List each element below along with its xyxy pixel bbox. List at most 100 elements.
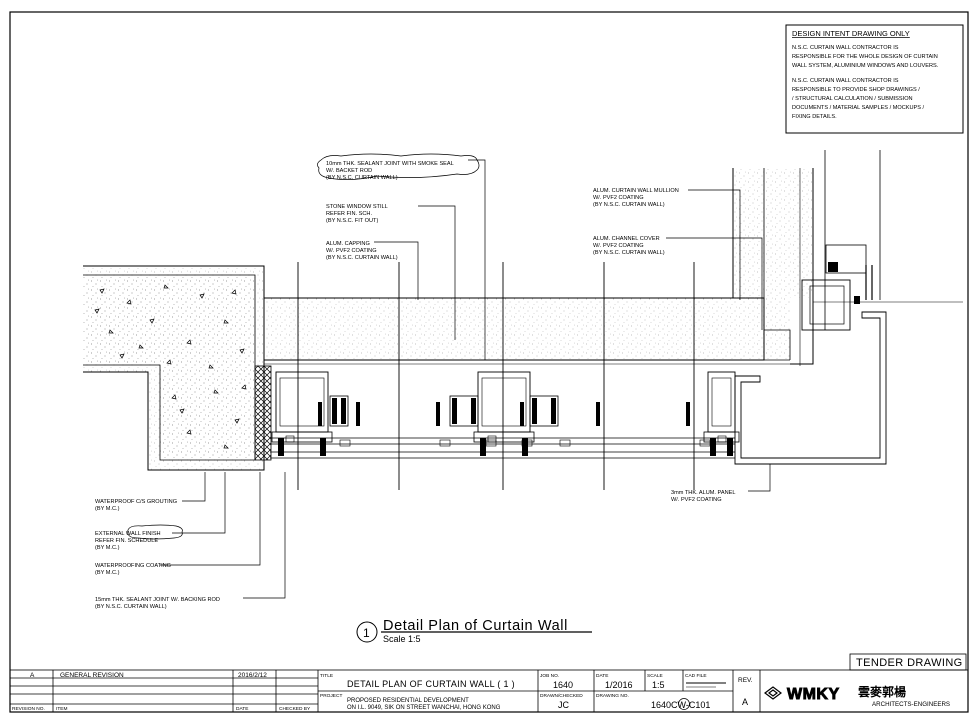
firm-logo-text: WMKY [787,686,840,703]
aggregate-mark [171,394,177,400]
drawing-no-circle [678,698,690,710]
note-line: (BY N.S.C. CURTAIN WALL) [95,604,167,610]
detail-title: 1 Detail Plan of Curtain Wall Scale 1:5 [356,618,592,644]
rev-value: A [742,697,748,707]
drawing-no: 1640CW-C101 [651,700,710,710]
note-line: (BY N.S.C. CURTAIN WALL) [326,175,398,181]
transom-fin [329,395,349,427]
aggregate-mark [126,299,132,305]
aggregate-mark [239,348,245,354]
transom-fin [449,395,479,427]
aggregate-mark [149,318,155,324]
right-wall [732,168,814,366]
gasket [485,439,497,447]
scale-value: 1:5 [652,680,665,690]
note-line: 15mm THK. SEALANT JOINT W/. BACKING ROD [95,597,220,603]
aggregate-mark [138,344,144,349]
note-line: (BY N.S.C. CURTAIN WALL) [593,202,665,208]
mullion-unit [703,371,740,456]
wall-finish-hatch [254,365,272,461]
note-sealant-top: 10mm THK. SEALANT JOINT WITH SMOKE SEAL … [317,153,480,181]
aggregate-mark [163,284,169,289]
note-mullion: ALUM. CURTAIN WALL MULLION W/. PVF2 COAT… [593,188,679,208]
design-intent-line: RESPONSIBLE FOR THE WHOLE DESIGN OF CURT… [792,54,938,60]
note-capping: ALUM. CAPPING W/. PVF2 COATING (BY N.S.C… [326,241,398,261]
fixing-plate [318,402,322,426]
firm-emblem [764,686,782,700]
aggregate-mark [208,364,214,369]
design-intent-line: / STRUCTURAL CALCULATION / SUBMISSION [792,96,913,102]
aggregate-mark [186,339,192,345]
firm-name: ARCHITECTS-ENGINEERS [872,701,950,708]
date-label: DATE [596,673,608,679]
right-mullion [801,150,963,331]
fixing-plate [686,402,690,426]
stone-sill-slab [263,297,790,365]
aggregate-mark [94,308,100,314]
base-track [270,437,735,459]
aggregate-mark [199,293,205,299]
fixing-plate [436,402,440,426]
note-sealant-bottom: 15mm THK. SEALANT JOINT W/. BACKING ROD … [95,597,220,610]
note-line: W/. PVF2 COATING [593,195,644,201]
aggregate-mark [186,429,192,435]
project-label: PROJECT [320,693,342,699]
note-line: (BY M.C.) [95,545,120,551]
design-intent-line: RESPONSIBLE TO PROVIDE SHOP DRAWINGS / [792,87,920,93]
aggregate-mark [234,418,240,424]
rev-label: REV. [738,677,753,684]
note-line: 3mm THK. ALUM. PANEL [671,490,735,496]
note-line: (BY N.S.C. CURTAIN WALL) [593,250,665,256]
detail-number: 1 [363,626,370,640]
job-no: 1640 [553,680,573,690]
design-intent-line: N.S.C. CURTAIN WALL CONTRACTOR IS [792,45,899,51]
fixing-plate [356,402,360,426]
gasket [439,439,451,447]
note-line: ALUM. CAPPING [326,241,370,247]
design-intent-line: N.S.C. CURTAIN WALL CONTRACTOR IS [792,78,899,84]
cad-file-label: CAD FILE [685,673,707,679]
note-line: (BY M.C.) [95,506,120,512]
design-intent-heading: DESIGN INTENT DRAWING ONLY [792,29,910,38]
design-intent-line: WALL SYSTEM, ALUMINIUM WINDOWS AND LOUVE… [792,63,939,69]
mullion-units [271,371,740,456]
note-line: W/. BACKET ROD [326,168,372,174]
note-grouting: WATERPROOF C/S GROUTING (BY M.C.) [95,499,177,512]
note-wall-finish: EXTERNAL WALL FINISH REFER FIN. SCHEDULE… [95,524,183,551]
design-intent-line: FIXING DETAILS. [792,114,837,120]
design-intent-box: DESIGN INTENT DRAWING ONLY N.S.C. CURTAI… [785,24,964,134]
note-line: WATERPROOFING COATING [95,563,171,569]
drawn-label: DRAWN/CHECKED [540,693,583,699]
note-stone-sill: STONE WINDOW STILL REFER FIN. SCH. (BY N… [326,204,388,224]
revision-date: 2016/2/12 [238,672,267,679]
leader-lines [160,159,771,599]
aggregate-mark [166,359,172,365]
gridlines [297,262,695,490]
firm-logo: WMKY 雲麥郭楊 ARCHITECTS-ENGINEERS [764,684,950,708]
title-block [9,653,969,713]
note-line: STONE WINDOW STILL [326,204,388,210]
gasket [699,439,711,447]
aggregate-mark [179,408,185,414]
aggregate-mark [99,288,105,294]
revision-rev: A [30,672,35,679]
note-line: EXTERNAL WALL FINISH [95,531,161,537]
design-intent-line: DOCUMENTS / MATERIAL SAMPLES / MOCKUPS / [792,105,925,111]
mullion-unit [271,371,333,456]
header-date: DATE [236,706,248,712]
detail-title-text: Detail Plan of Curtain Wall [383,618,568,634]
note-line: ALUM. CURTAIN WALL MULLION [593,188,679,194]
date-value: 1/2016 [605,680,633,690]
note-line: REFER FIN. SCH. [326,211,372,217]
title-label: TITLE [320,673,333,679]
note-line: W/. PVF2 COATING [593,243,644,249]
scale-label: SCALE [647,673,663,679]
drawn-value: JC [558,700,570,710]
drawing-no-label: DRAWING NO. [596,693,629,699]
gasket [521,439,533,447]
aggregate-mark [108,329,114,334]
drawing-title: DETAIL PLAN OF CURTAIN WALL ( 1 ) [347,679,515,689]
transom-fin [529,395,559,427]
detail-scale: Scale 1:5 [383,634,421,644]
